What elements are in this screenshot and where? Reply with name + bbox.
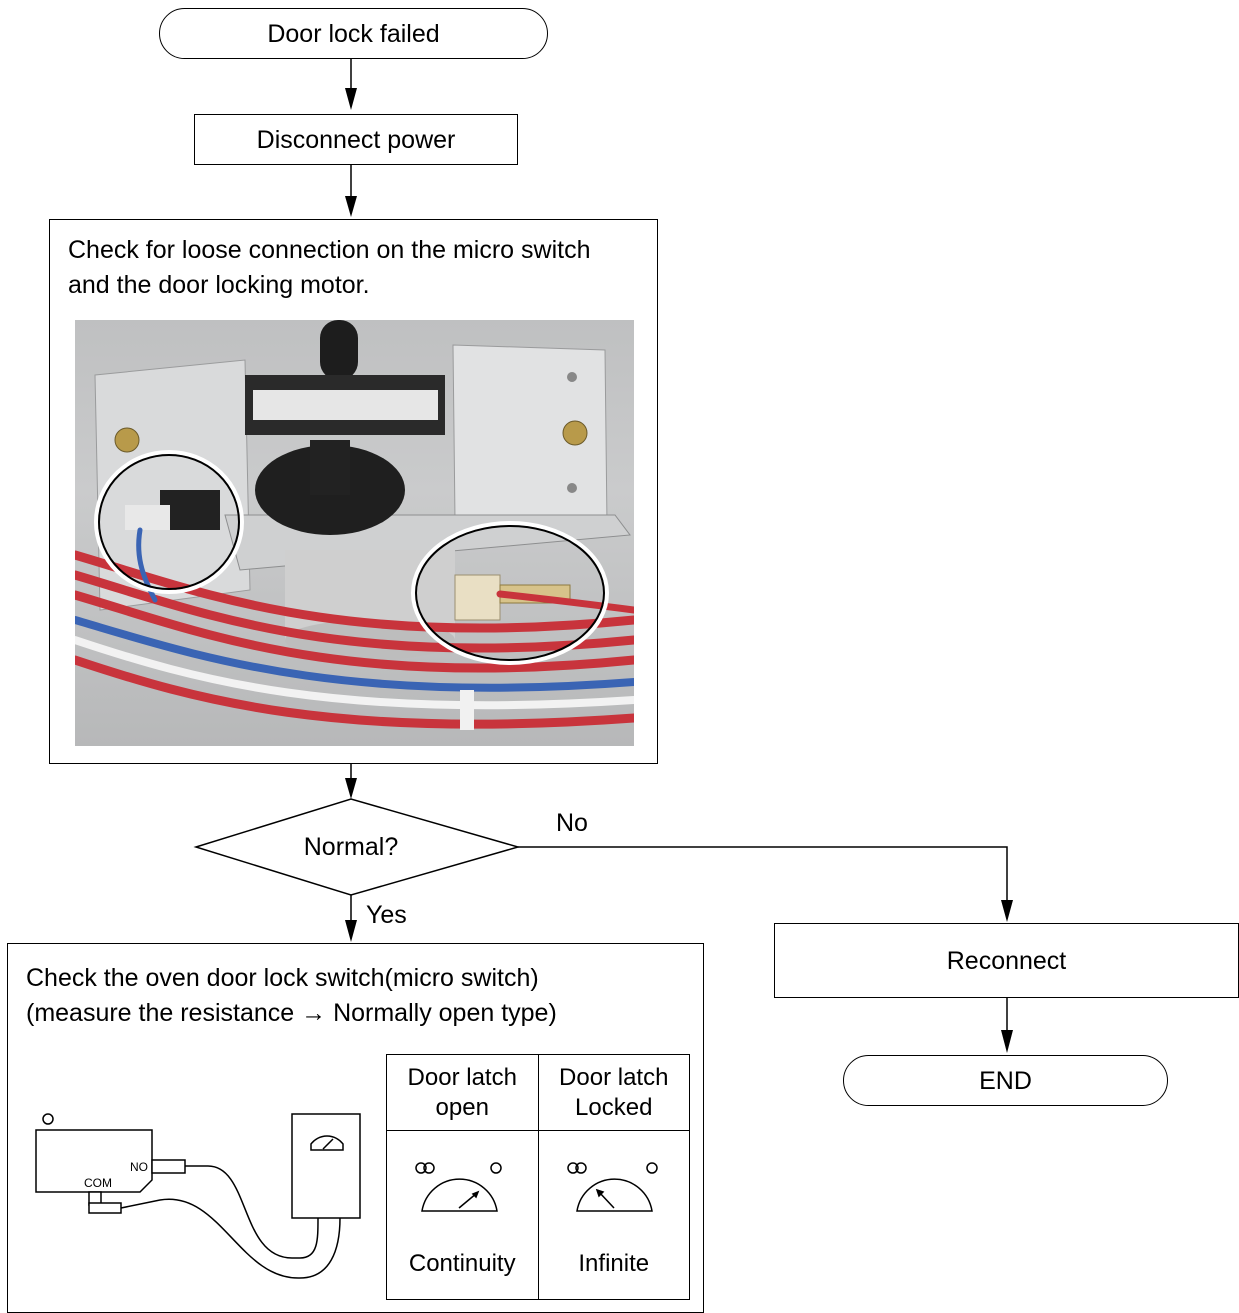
check-connection-line2: and the door locking motor. — [68, 271, 370, 299]
disconnect-power-label: Disconnect power — [256, 125, 456, 154]
yes-label: Yes — [366, 901, 407, 929]
latch-resistance-table: Door latch open Door latch Locked Contin… — [386, 1054, 690, 1300]
disconnect-power-box: Disconnect power — [194, 114, 518, 165]
reconnect-label: Reconnect — [946, 946, 1067, 975]
ohmmeter-dial-icon — [566, 1162, 658, 1212]
col-locked-header-line1: Door latch — [559, 1063, 669, 1091]
col-open-header-line1: Door latch — [407, 1063, 517, 1091]
ohmmeter-dial-icon — [415, 1162, 502, 1212]
switch-actuator-icon — [42, 1113, 54, 1125]
start-label: Door lock failed — [267, 19, 440, 48]
latch-table-header-row: Door latch open Door latch Locked — [386, 1054, 690, 1131]
arrow-no — [518, 846, 1008, 905]
col-locked-header-line2: Locked — [575, 1093, 653, 1121]
check-switch-line1: Check the oven door lock switch(micro sw… — [26, 964, 539, 992]
infinite-label: Infinite — [578, 1250, 650, 1277]
col-open-header-line2: open — [435, 1093, 489, 1121]
end-terminal: END — [843, 1055, 1168, 1106]
micro-switch-body — [35, 1129, 153, 1193]
latch-table-result-row: Continuity Infinite — [386, 1130, 690, 1300]
no-label: No — [556, 809, 588, 837]
end-label: END — [979, 1066, 1032, 1095]
door-lock-photo — [75, 320, 634, 746]
com-terminal — [88, 1202, 122, 1214]
continuity-label: Continuity — [408, 1250, 516, 1277]
com-label: COM — [84, 1176, 112, 1190]
col-open-header: Door latch open — [386, 1054, 539, 1131]
check-switch-line2: (measure the resistance → Normally open … — [26, 999, 557, 1027]
check-connection-line1: Check for loose connection on the micro … — [68, 236, 591, 264]
meter-icon — [291, 1113, 361, 1219]
reconnect-box: Reconnect — [774, 923, 1239, 998]
decision-label: Normal? — [303, 833, 399, 861]
start-terminal: Door lock failed — [159, 8, 548, 59]
col-locked-header: Door latch Locked — [537, 1054, 690, 1131]
col-open-result: Continuity — [386, 1130, 539, 1300]
no-terminal-label: NO — [130, 1160, 148, 1174]
col-locked-result: Infinite — [537, 1130, 690, 1300]
no-terminal — [151, 1159, 186, 1174]
door-lock-photo-illustration — [75, 320, 634, 730]
